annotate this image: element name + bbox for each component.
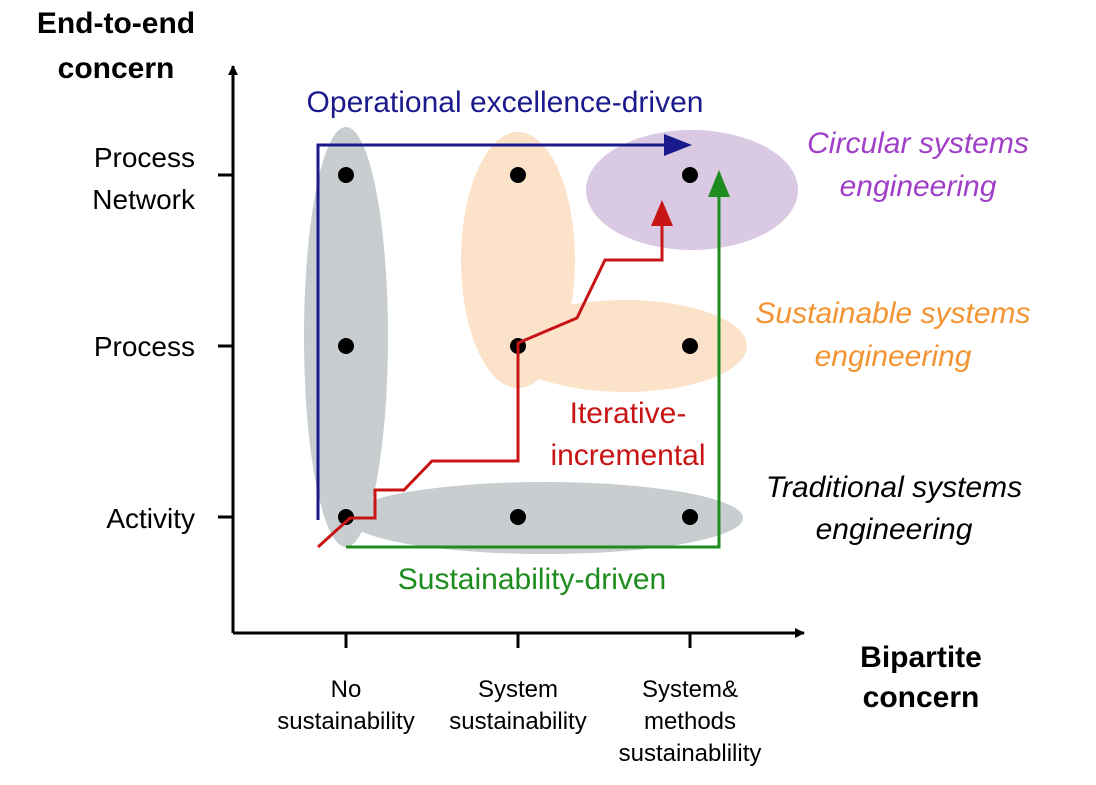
x-label-system-2: sustainability: [449, 708, 586, 735]
iterative-path-line: [316, 218, 664, 549]
x-level-labels: No sustainability System sustainability …: [277, 676, 761, 767]
y-axis-title-line2: concern: [58, 52, 175, 85]
axes: [218, 65, 805, 648]
traditional-label-1: Traditional systems: [766, 471, 1022, 504]
operational-path: [316, 134, 692, 520]
path-labels: Operational excellence-driven Iterative-…: [307, 86, 706, 596]
operational-path-arrowhead: [664, 134, 692, 156]
region-labels: Circular systems engineering Sustainable…: [755, 127, 1030, 546]
grid-point: [338, 167, 354, 183]
traditional-region: [347, 482, 743, 554]
grid-points: [338, 167, 698, 525]
traditional-label-2: engineering: [816, 513, 973, 546]
iterative-label-2: incremental: [550, 439, 705, 472]
x-label-methods-2: methods: [644, 708, 736, 735]
no-sustainability-region: [304, 127, 388, 547]
y-label-process-network-2: Network: [92, 184, 196, 215]
sustainability-path-line: [346, 188, 721, 549]
sustainable-region: [503, 300, 747, 392]
x-axis-title: Bipartite concern: [860, 641, 982, 714]
y-label-process: Process: [94, 331, 195, 362]
sustainability-path-arrowhead: [708, 170, 730, 197]
x-label-methods-1: System&: [642, 676, 738, 703]
grid-point: [338, 509, 354, 525]
x-label-no-sust-2: sustainability: [277, 708, 414, 735]
operational-label: Operational excellence-driven: [307, 86, 704, 119]
sustainable-label-1: Sustainable systems: [755, 297, 1030, 330]
grid-point: [510, 509, 526, 525]
y-level-labels: Process Network Process Activity: [92, 142, 196, 534]
y-axis-title-line1: End-to-end: [37, 7, 195, 40]
operational-path-line: [316, 143, 675, 520]
grid-point: [682, 167, 698, 183]
grid-point: [682, 338, 698, 354]
iterative-path-arrowhead: [651, 200, 673, 226]
x-axis-title-line2: concern: [863, 681, 980, 714]
iterative-path: [316, 200, 673, 549]
grid-point: [510, 167, 526, 183]
circular-label-1: Circular systems: [807, 127, 1029, 160]
sustainability-path: [346, 170, 730, 549]
grid-point: [338, 338, 354, 354]
iterative-label-1: Iterative-: [570, 397, 687, 430]
x-label-system-1: System: [478, 676, 558, 703]
x-label-no-sust-1: No: [331, 676, 362, 703]
grid-point: [682, 509, 698, 525]
x-axis-title-line1: Bipartite: [860, 641, 982, 674]
sustainability-label: Sustainability-driven: [398, 563, 666, 596]
circular-region: [586, 130, 798, 250]
y-label-process-network-1: Process: [94, 142, 195, 173]
x-label-methods-3: sustainablility: [619, 740, 762, 767]
y-label-activity: Activity: [106, 503, 195, 534]
circular-label-2: engineering: [840, 170, 997, 203]
sustainable-label-2: engineering: [815, 340, 972, 373]
y-axis-title: End-to-end concern: [37, 7, 195, 85]
